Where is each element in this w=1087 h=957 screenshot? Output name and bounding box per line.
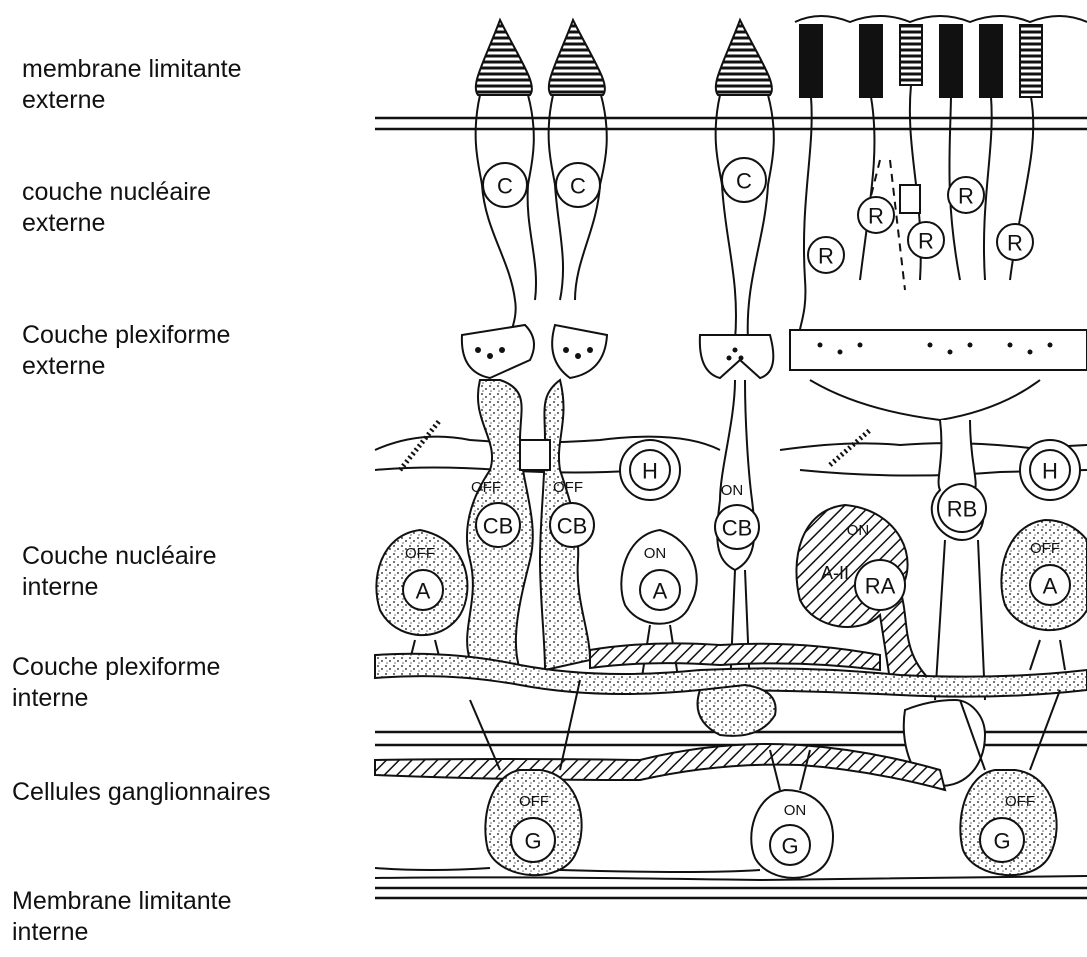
on-amacrine-label: A: [653, 579, 668, 604]
on-cb-tag: ON: [721, 482, 744, 499]
off-ganglion-right-tag: OFF: [1005, 793, 1035, 810]
opl-terminals: [462, 325, 1087, 378]
cone-2-label: C: [570, 174, 586, 199]
rod-nucleus-4: R: [948, 177, 984, 213]
off-amacrine-right: A OFF: [1001, 520, 1087, 670]
off-amacrine-left: A OFF: [376, 530, 467, 660]
aii-tag: ON: [847, 522, 870, 539]
rod-nucleus-5: R: [997, 224, 1033, 260]
aii-right-label: RA: [865, 574, 896, 599]
off-ganglion-left-tag: OFF: [519, 793, 549, 810]
off-cb-right-tag: OFF: [553, 479, 583, 496]
rod-2-label: R: [868, 204, 884, 229]
rod-5-label: R: [1007, 231, 1023, 256]
off-cb-left-tag: OFF: [471, 479, 501, 496]
off-ganglion-right-label: G: [993, 829, 1010, 854]
off-cb-left-label: CB: [483, 514, 514, 539]
off-ganglion-left-label: G: [524, 829, 541, 854]
cone-3-label: C: [736, 169, 752, 194]
rod-4-label: R: [958, 184, 974, 209]
cone-nucleus-2: C: [556, 163, 600, 207]
off-cb-right-nucleus: CB OFF: [550, 479, 594, 547]
on-ganglion-tag: ON: [784, 802, 807, 819]
cone-outer-segments: [476, 20, 772, 95]
on-ganglion-label: G: [781, 834, 798, 859]
off-amacrine-right-tag: OFF: [1030, 540, 1060, 557]
horizontal-cell-right-label: H: [1042, 459, 1058, 484]
off-amacrine-left-tag: OFF: [405, 545, 435, 562]
rod-nucleus-2: R: [858, 197, 894, 233]
off-amacrine-right-label: A: [1043, 574, 1058, 599]
on-cb-label: CB: [722, 516, 753, 541]
rod-1-label: R: [818, 244, 834, 269]
horizontal-cell-left-label: H: [642, 459, 658, 484]
on-amacrine: A ON: [621, 530, 696, 690]
off-cb-right-label: CB: [557, 514, 588, 539]
cone-nucleus-3: C: [722, 158, 766, 202]
rod-bipolar-label: RB: [947, 497, 978, 522]
ganglion-axons: [375, 868, 1087, 880]
aii-left-label: A-II: [821, 563, 849, 583]
rod-nucleus-3: R: [908, 222, 944, 258]
horizontal-cell-left: H: [620, 440, 680, 500]
horizontal-cell-right: H: [1020, 440, 1080, 500]
on-ganglion: G ON: [751, 750, 833, 878]
rod-outer-segments: [795, 16, 1087, 97]
on-amacrine-tag: ON: [644, 545, 667, 562]
photoreceptor-bodies: [476, 85, 1034, 350]
cone-nucleus-1: C: [483, 163, 527, 207]
cone-1-label: C: [497, 174, 513, 199]
rod-nucleus-1: R: [808, 237, 844, 273]
rod-3-label: R: [918, 229, 934, 254]
off-amacrine-left-label: A: [416, 579, 431, 604]
